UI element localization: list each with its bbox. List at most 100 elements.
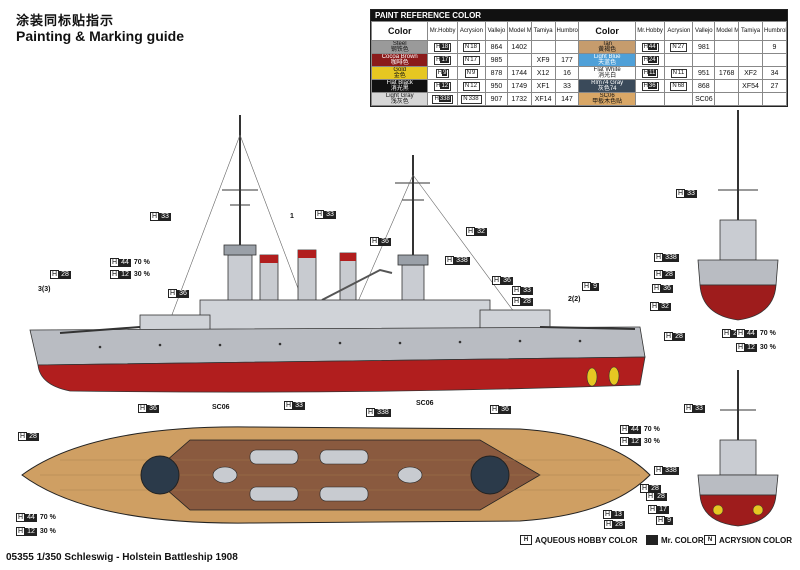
- paint-cell-vallejo: 951: [692, 66, 716, 80]
- paint-cell-hobby: [634, 92, 666, 106]
- kit-scale: 1/350: [36, 552, 62, 563]
- paint-cell-acry: N17: [456, 53, 487, 67]
- paint-color-name: Steel: [392, 41, 407, 48]
- paint-cell-vallejo: 981: [692, 40, 716, 54]
- paint-table-heading: PAINT REFERENCE COLOR: [371, 10, 787, 21]
- callout-number-2: 2(2): [568, 296, 581, 303]
- paint-cell-mm: 1744: [506, 66, 532, 80]
- paint-cell-hobby: H338: [427, 92, 458, 106]
- paint-column-header: Humbrol: [554, 21, 580, 41]
- legend-mr: Mr. COLOR: [646, 535, 704, 545]
- paint-cell-acry: N68: [664, 79, 694, 93]
- paint-cell-vallejo: 907: [485, 92, 508, 106]
- paint-cell-humbrol: 9: [761, 40, 788, 54]
- paint-cell-tamiya: XF2: [738, 66, 763, 80]
- callout-number-3: 3(3): [38, 286, 51, 293]
- bow-view-drawing: [697, 110, 779, 321]
- paint-column-header: Model Master: [506, 21, 532, 41]
- paint-color-name: Rlm74 Gray: [591, 80, 624, 87]
- paint-color-name: Gold: [393, 67, 407, 74]
- paint-cell-mm: [714, 79, 740, 93]
- paint-color-name: Cocoa Brown: [381, 54, 418, 61]
- paint-cell-tamiya: [738, 53, 763, 67]
- paint-cell-tamiya: [530, 40, 556, 54]
- paint-cell-acry: N11: [664, 66, 694, 80]
- kit-code: 05355: [6, 552, 34, 563]
- paint-color-name-cn: 钢铁色: [390, 47, 409, 53]
- paint-color-name-cn: 天蓝色: [598, 60, 617, 66]
- paint-color-name-cn: 咖啡色: [390, 60, 409, 66]
- paint-cell-hobby: H11: [634, 66, 666, 80]
- paint-cell-vallejo: 878: [485, 66, 508, 80]
- superstructure: [199, 299, 491, 331]
- paint-cell-hobby: H44: [634, 40, 666, 54]
- paint-cell-hobby: H36: [634, 79, 666, 93]
- legend-h-box-icon: H: [520, 535, 532, 545]
- footer-caption: 05355 1/350 Schleswig - Holstein Battles…: [6, 552, 238, 563]
- page-title-en: Painting & Marking guide: [16, 28, 185, 44]
- paint-cell-humbrol: 27: [761, 79, 788, 93]
- paint-color-name: Tan: [602, 41, 613, 48]
- page-title-cn: 涂装同标贴指示: [16, 14, 115, 29]
- paint-cell-humbrol: 177: [554, 53, 580, 67]
- paint-cell-mm: [714, 40, 740, 54]
- kit-name: Schleswig - Holstein Battleship 1908: [64, 552, 238, 563]
- paint-cell-tamiya: [738, 40, 763, 54]
- paint-cell-humbrol: 33: [554, 79, 580, 93]
- paint-color-name: Light Gray: [385, 93, 414, 100]
- paint-cell-humbrol: [761, 53, 788, 67]
- paint-cell-hobby: H18: [427, 40, 458, 54]
- paint-column-header: Color: [578, 21, 636, 41]
- paint-color-name-cn: 金色: [393, 73, 406, 79]
- paint-color-name: Flat White: [593, 67, 621, 74]
- paint-cell-tamiya: X12: [530, 66, 556, 80]
- paint-column-header: Mr.Hobby: [634, 21, 666, 41]
- paint-cell-acry: N12: [456, 79, 487, 93]
- paint-cell-hobby: H12: [427, 79, 458, 93]
- paint-color-name-cn: 甲板木色贴: [592, 99, 623, 105]
- paint-cell-mm: [714, 53, 740, 67]
- paint-column-header: Humbrol: [761, 21, 788, 41]
- paint-cell-acry: N27: [664, 40, 694, 54]
- hull-red: [37, 356, 646, 393]
- paint-cell-acry: [664, 92, 694, 106]
- paint-color-name: SC06: [599, 93, 615, 100]
- paint-column-header: Tamiya: [530, 21, 556, 41]
- paint-cell-mm: 1749: [506, 79, 532, 93]
- paint-column-header: Acrysion: [456, 21, 487, 41]
- legend-acry: N ACRYSION COLOR: [704, 535, 792, 545]
- paint-column-header: Color: [370, 21, 429, 41]
- paint-cell-humbrol: 34: [761, 66, 788, 80]
